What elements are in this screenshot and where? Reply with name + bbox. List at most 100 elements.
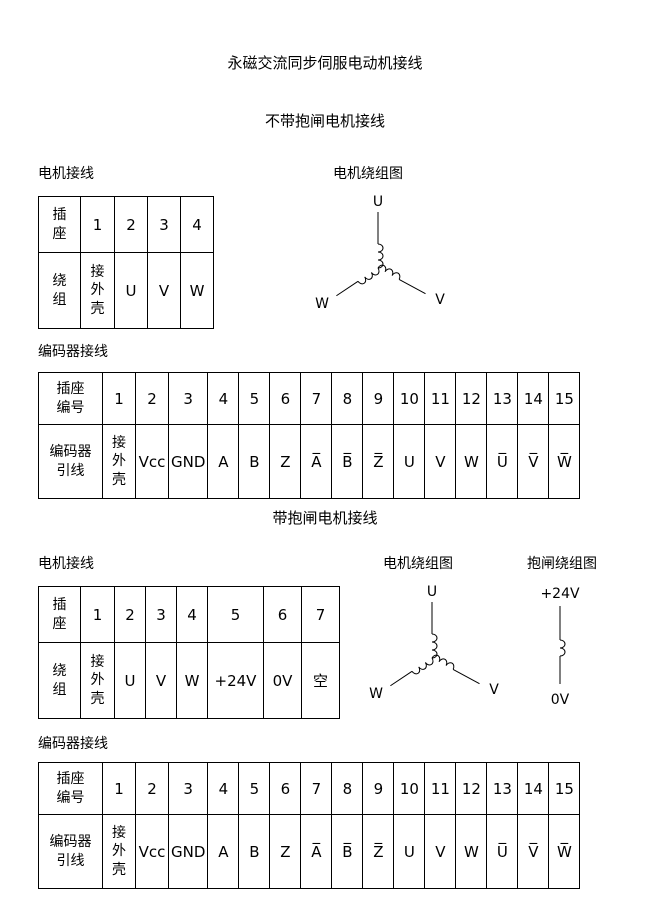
table-cell: 7 [301, 586, 340, 643]
section2-winding-diagram-label: 电机绕组图 [383, 556, 453, 572]
table-cell: B̅ [331, 814, 364, 889]
table-cell: V̅ [517, 814, 550, 889]
table-header-socket: 插座 [38, 196, 81, 253]
table-cell: Z [269, 814, 302, 889]
table-cell: 1 [102, 372, 136, 425]
table-cell: V [145, 642, 177, 719]
table-header-socket-number: 插座编号 [38, 762, 103, 815]
page-title: 永磁交流同步伺服电动机接线 [227, 54, 423, 72]
table-cell: 10 [393, 372, 426, 425]
section2-brake-diagram-label: 抱闸绕组图 [527, 556, 597, 572]
table-cell: 10 [393, 762, 426, 815]
table-cell: A̅ [300, 814, 333, 889]
table-cell: W [455, 424, 488, 499]
winding-terminal-w: W [369, 686, 383, 702]
winding-terminal-u: U [427, 584, 437, 600]
table-cell: 5 [238, 372, 271, 425]
motor-table-with-brake: 插座 1 2 3 4 5 6 7 绕组 接外壳 U V W +24V 0V 空 [38, 586, 340, 719]
table-cell: V̅ [517, 424, 550, 499]
table-cell: 9 [362, 762, 395, 815]
table-cell: 6 [269, 762, 302, 815]
table-cell: U [114, 642, 146, 719]
table-cell: 12 [455, 762, 488, 815]
winding-terminal-v: V [489, 682, 499, 698]
table-cell: 8 [331, 762, 364, 815]
coil-icon [559, 639, 566, 657]
encoder-table-with-brake: 插座编号 1 2 3 4 5 6 7 8 9 10 11 12 13 14 15… [38, 762, 581, 889]
section2-motor-wiring-label: 电机接线 [38, 556, 94, 572]
table-row: 绕组 接外壳 U V W [38, 252, 214, 329]
table-cell: 11 [424, 762, 457, 815]
table-cell: 5 [238, 762, 271, 815]
table-cell: 1 [80, 196, 115, 253]
table-cell: W [176, 642, 208, 719]
table-cell: U̅ [486, 424, 519, 499]
table-cell: 8 [331, 372, 364, 425]
table-cell: U̅ [486, 814, 519, 889]
table-cell: 3 [145, 586, 177, 643]
table-cell: 空 [301, 642, 340, 719]
table-row: 编码器引线 接外壳 Vcc GND A B Z A̅ B̅ Z̅ U V W U… [38, 814, 581, 889]
table-cell: 4 [207, 762, 240, 815]
section1-winding-diagram-label: 电机绕组图 [333, 166, 403, 182]
coil-icon [390, 657, 434, 687]
table-cell: 12 [455, 372, 488, 425]
table-cell: 3 [167, 762, 209, 815]
table-cell: 4 [180, 196, 214, 253]
table-cell: 15 [548, 372, 581, 425]
table-header-encoder-leads: 编码器引线 [38, 814, 103, 889]
table-header-encoder-leads: 编码器引线 [38, 424, 103, 499]
section1-heading: 不带抱闸电机接线 [264, 112, 385, 130]
table-cell: U [393, 814, 426, 889]
table-cell: 14 [517, 372, 550, 425]
table-cell: 6 [263, 586, 302, 643]
table-row: 插座 1 2 3 4 5 6 7 [38, 586, 340, 643]
table-cell: V [424, 814, 457, 889]
table-cell: 2 [114, 586, 146, 643]
table-cell: +24V [207, 642, 264, 719]
table-row: 插座编号 1 2 3 4 5 6 7 8 9 10 11 12 13 14 15 [38, 762, 581, 815]
coil-icon [336, 267, 380, 297]
table-cell: 1 [102, 762, 136, 815]
table-cell: Vcc [135, 424, 169, 499]
coil-icon [431, 633, 438, 659]
table-cell: 接外壳 [102, 424, 136, 499]
section2-heading: 带抱闸电机接线 [272, 509, 378, 527]
table-cell: 3 [147, 196, 181, 253]
table-cell: 14 [517, 762, 550, 815]
table-cell: W [455, 814, 488, 889]
motor-table-no-brake: 插座 1 2 3 4 绕组 接外壳 U V W [38, 196, 214, 329]
table-cell: W̅ [548, 424, 581, 499]
table-cell: Vcc [135, 814, 169, 889]
table-cell: 13 [486, 372, 519, 425]
table-cell: 15 [548, 762, 581, 815]
coil-icon [431, 654, 480, 685]
section2-encoder-label: 编码器接线 [38, 736, 108, 752]
table-row: 插座编号 1 2 3 4 5 6 7 8 9 10 11 12 13 14 15 [38, 372, 581, 425]
table-cell: 2 [135, 762, 169, 815]
table-cell: 11 [424, 372, 457, 425]
table-cell: 接外壳 [80, 642, 115, 719]
table-cell: 0V [263, 642, 302, 719]
table-header-winding: 绕组 [38, 642, 81, 719]
table-cell: 13 [486, 762, 519, 815]
brake-terminal-0v: 0V [551, 692, 570, 708]
table-cell: A [207, 424, 240, 499]
table-header-winding: 绕组 [38, 252, 81, 329]
table-header-socket-number: 插座编号 [38, 372, 103, 425]
table-cell: 接外壳 [102, 814, 136, 889]
table-cell: Z [269, 424, 302, 499]
table-cell: 4 [207, 372, 240, 425]
table-cell: 2 [114, 196, 148, 253]
table-row: 编码器引线 接外壳 Vcc GND A B Z A̅ B̅ Z̅ U V W U… [38, 424, 581, 499]
table-row: 插座 1 2 3 4 [38, 196, 214, 253]
motor-winding-diagram-with-brake: U W V [369, 584, 499, 702]
section1-motor-wiring-label: 电机接线 [38, 166, 94, 182]
brake-winding-diagram: +24V 0V [540, 586, 580, 708]
table-cell: GND [167, 814, 209, 889]
table-cell: 6 [269, 372, 302, 425]
table-header-socket: 插座 [38, 586, 81, 643]
table-cell: 5 [207, 586, 264, 643]
table-cell: 1 [80, 586, 115, 643]
